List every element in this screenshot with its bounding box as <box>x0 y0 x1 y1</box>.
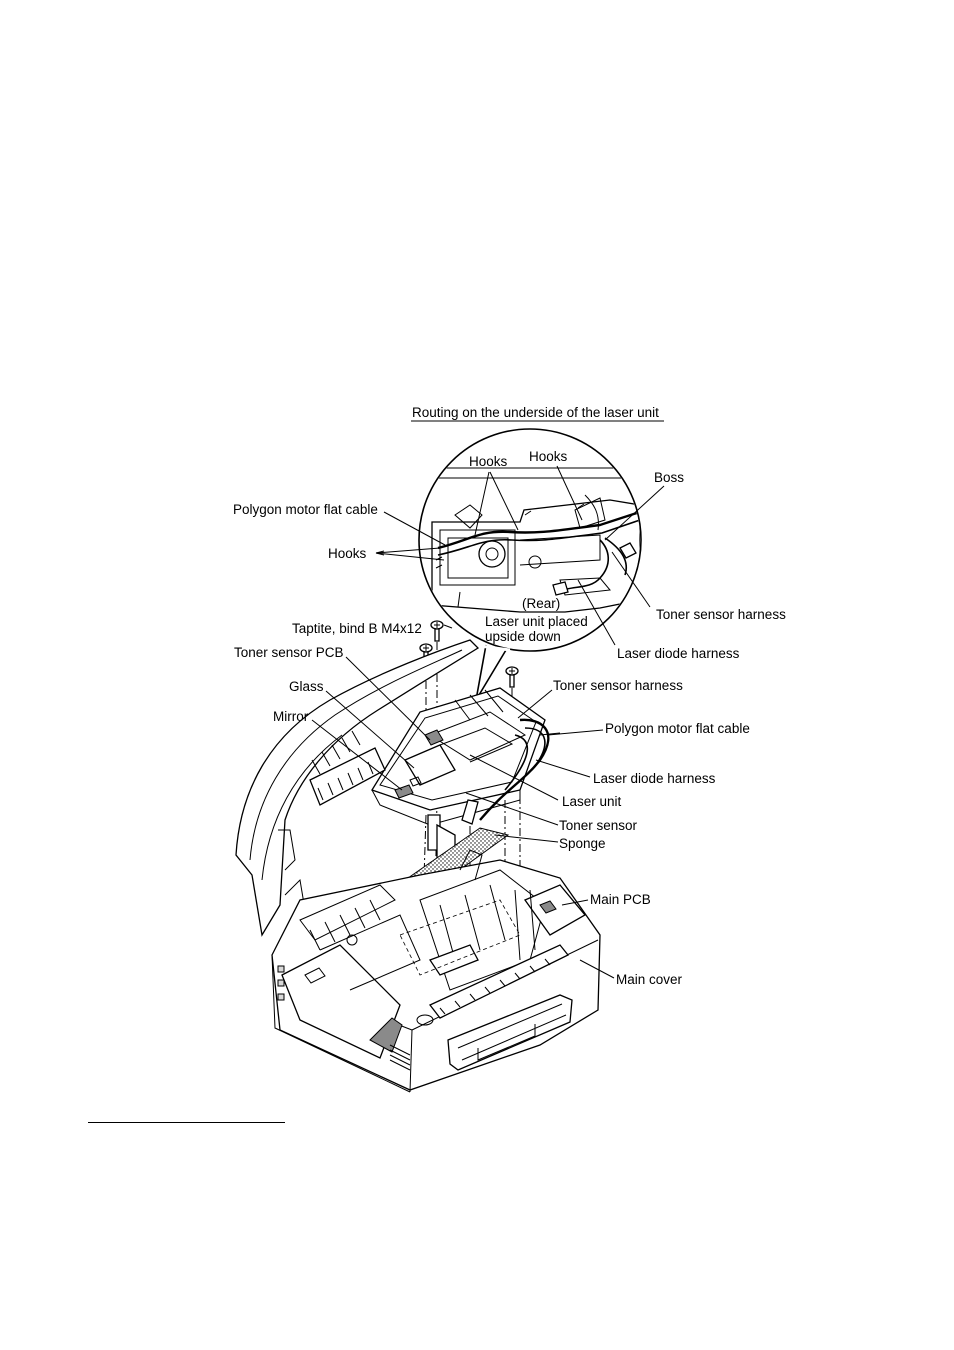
label-toner-sensor-pcb: Toner sensor PCB <box>234 645 344 660</box>
machine-body <box>271 849 601 1093</box>
label-laser-diode-harness-inset: Laser diode harness <box>617 646 740 661</box>
inset-detail-view <box>375 428 665 701</box>
label-mirror: Mirror <box>273 709 309 724</box>
label-laser-unit-placed-line2: upside down <box>485 629 561 644</box>
screw-icon <box>430 620 444 642</box>
label-main-cover: Main cover <box>616 972 683 987</box>
label-hooks-top-right: Hooks <box>529 449 568 464</box>
label-glass: Glass <box>289 679 324 694</box>
label-laser-unit: Laser unit <box>562 794 622 809</box>
label-laser-diode-harness: Laser diode harness <box>593 771 716 786</box>
label-taptite: Taptite, bind B M4x12 <box>292 621 422 636</box>
label-toner-sensor: Toner sensor <box>559 818 638 833</box>
label-hooks-left: Hooks <box>328 546 367 561</box>
label-toner-sensor-harness-inset: Toner sensor harness <box>656 607 786 622</box>
label-sponge: Sponge <box>559 836 606 851</box>
label-toner-sensor-harness: Toner sensor harness <box>553 678 683 693</box>
footnote-rule <box>88 1122 285 1123</box>
leader-lines <box>311 624 615 979</box>
label-boss: Boss <box>654 470 684 485</box>
label-polygon-motor-flat-cable-inset: Polygon motor flat cable <box>233 502 378 517</box>
label-polygon-motor-flat-cable: Polygon motor flat cable <box>605 721 750 736</box>
label-rear: (Rear) <box>522 596 560 611</box>
screw-icon <box>505 666 519 688</box>
label-hooks-top-left: Hooks <box>469 454 508 469</box>
inset-title: Routing on the underside of the laser un… <box>412 405 659 420</box>
label-laser-unit-placed-line1: Laser unit placed <box>485 614 588 629</box>
label-main-pcb: Main PCB <box>590 892 651 907</box>
